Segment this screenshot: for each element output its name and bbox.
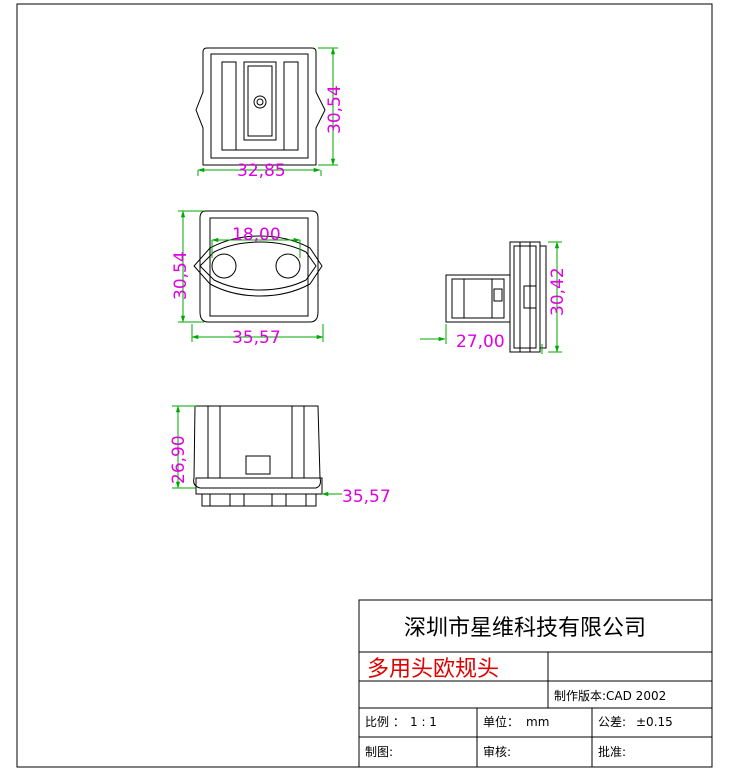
top-view-screw-hole	[253, 95, 267, 109]
side-view-height-dim: 30,42	[548, 267, 568, 316]
bottom-view	[193, 405, 323, 507]
side-view-pin-housing	[445, 274, 511, 323]
bottom-view-dimensions	[172, 405, 342, 497]
drawn-by-label: 制图:	[365, 745, 393, 759]
bottom-view-body	[193, 405, 321, 489]
company-name: 深圳市星维科技有限公司	[404, 616, 646, 641]
product-name: 多用头欧规头	[367, 657, 499, 682]
front-view-width-dim: 35,57	[232, 328, 281, 348]
unit-value: mm	[526, 715, 549, 729]
top-view-slot-right	[283, 61, 299, 151]
top-view-outline	[195, 47, 326, 166]
top-view-dimensions	[197, 47, 338, 176]
tolerance-value: ±0.15	[636, 715, 673, 729]
bottom-view-base	[195, 477, 323, 495]
front-view-dimensions	[178, 210, 324, 342]
top-view-center-slot	[243, 61, 277, 141]
side-view-dimensions	[420, 241, 562, 354]
cad-version: 制作版本:CAD 2002	[554, 689, 666, 703]
bottom-view-width-dim: 35,57	[342, 487, 391, 507]
tolerance-label: 公差:	[598, 715, 626, 729]
bottom-view-height-dim: 26,90	[169, 435, 189, 484]
checked-by-label: 审核:	[483, 744, 511, 759]
front-view-pin-left	[211, 253, 237, 279]
scale-label: 比例 ：	[365, 715, 405, 729]
top-view-slot-left	[221, 61, 237, 151]
top-view-height-dim: 30,54	[325, 85, 345, 134]
top-view-width-dim: 32,85	[237, 161, 286, 181]
side-view	[445, 241, 547, 353]
front-view-plug-face	[193, 235, 323, 297]
front-view-outline	[199, 210, 319, 323]
title-block	[358, 599, 713, 768]
side-view-depth-dim: 27,00	[456, 332, 505, 352]
front-view-pin-right	[275, 253, 301, 279]
front-view-height-dim: 30,54	[171, 251, 191, 300]
front-view-pin-spacing-dim: 18,00	[232, 225, 281, 245]
approved-by-label: 批准:	[598, 744, 626, 759]
scale-value: 1 : 1	[410, 715, 437, 729]
top-view	[195, 47, 326, 166]
top-view-inner-outline	[210, 53, 309, 159]
front-view	[193, 210, 323, 323]
sheet-border	[16, 3, 713, 768]
unit-label: 单位：	[483, 714, 519, 729]
